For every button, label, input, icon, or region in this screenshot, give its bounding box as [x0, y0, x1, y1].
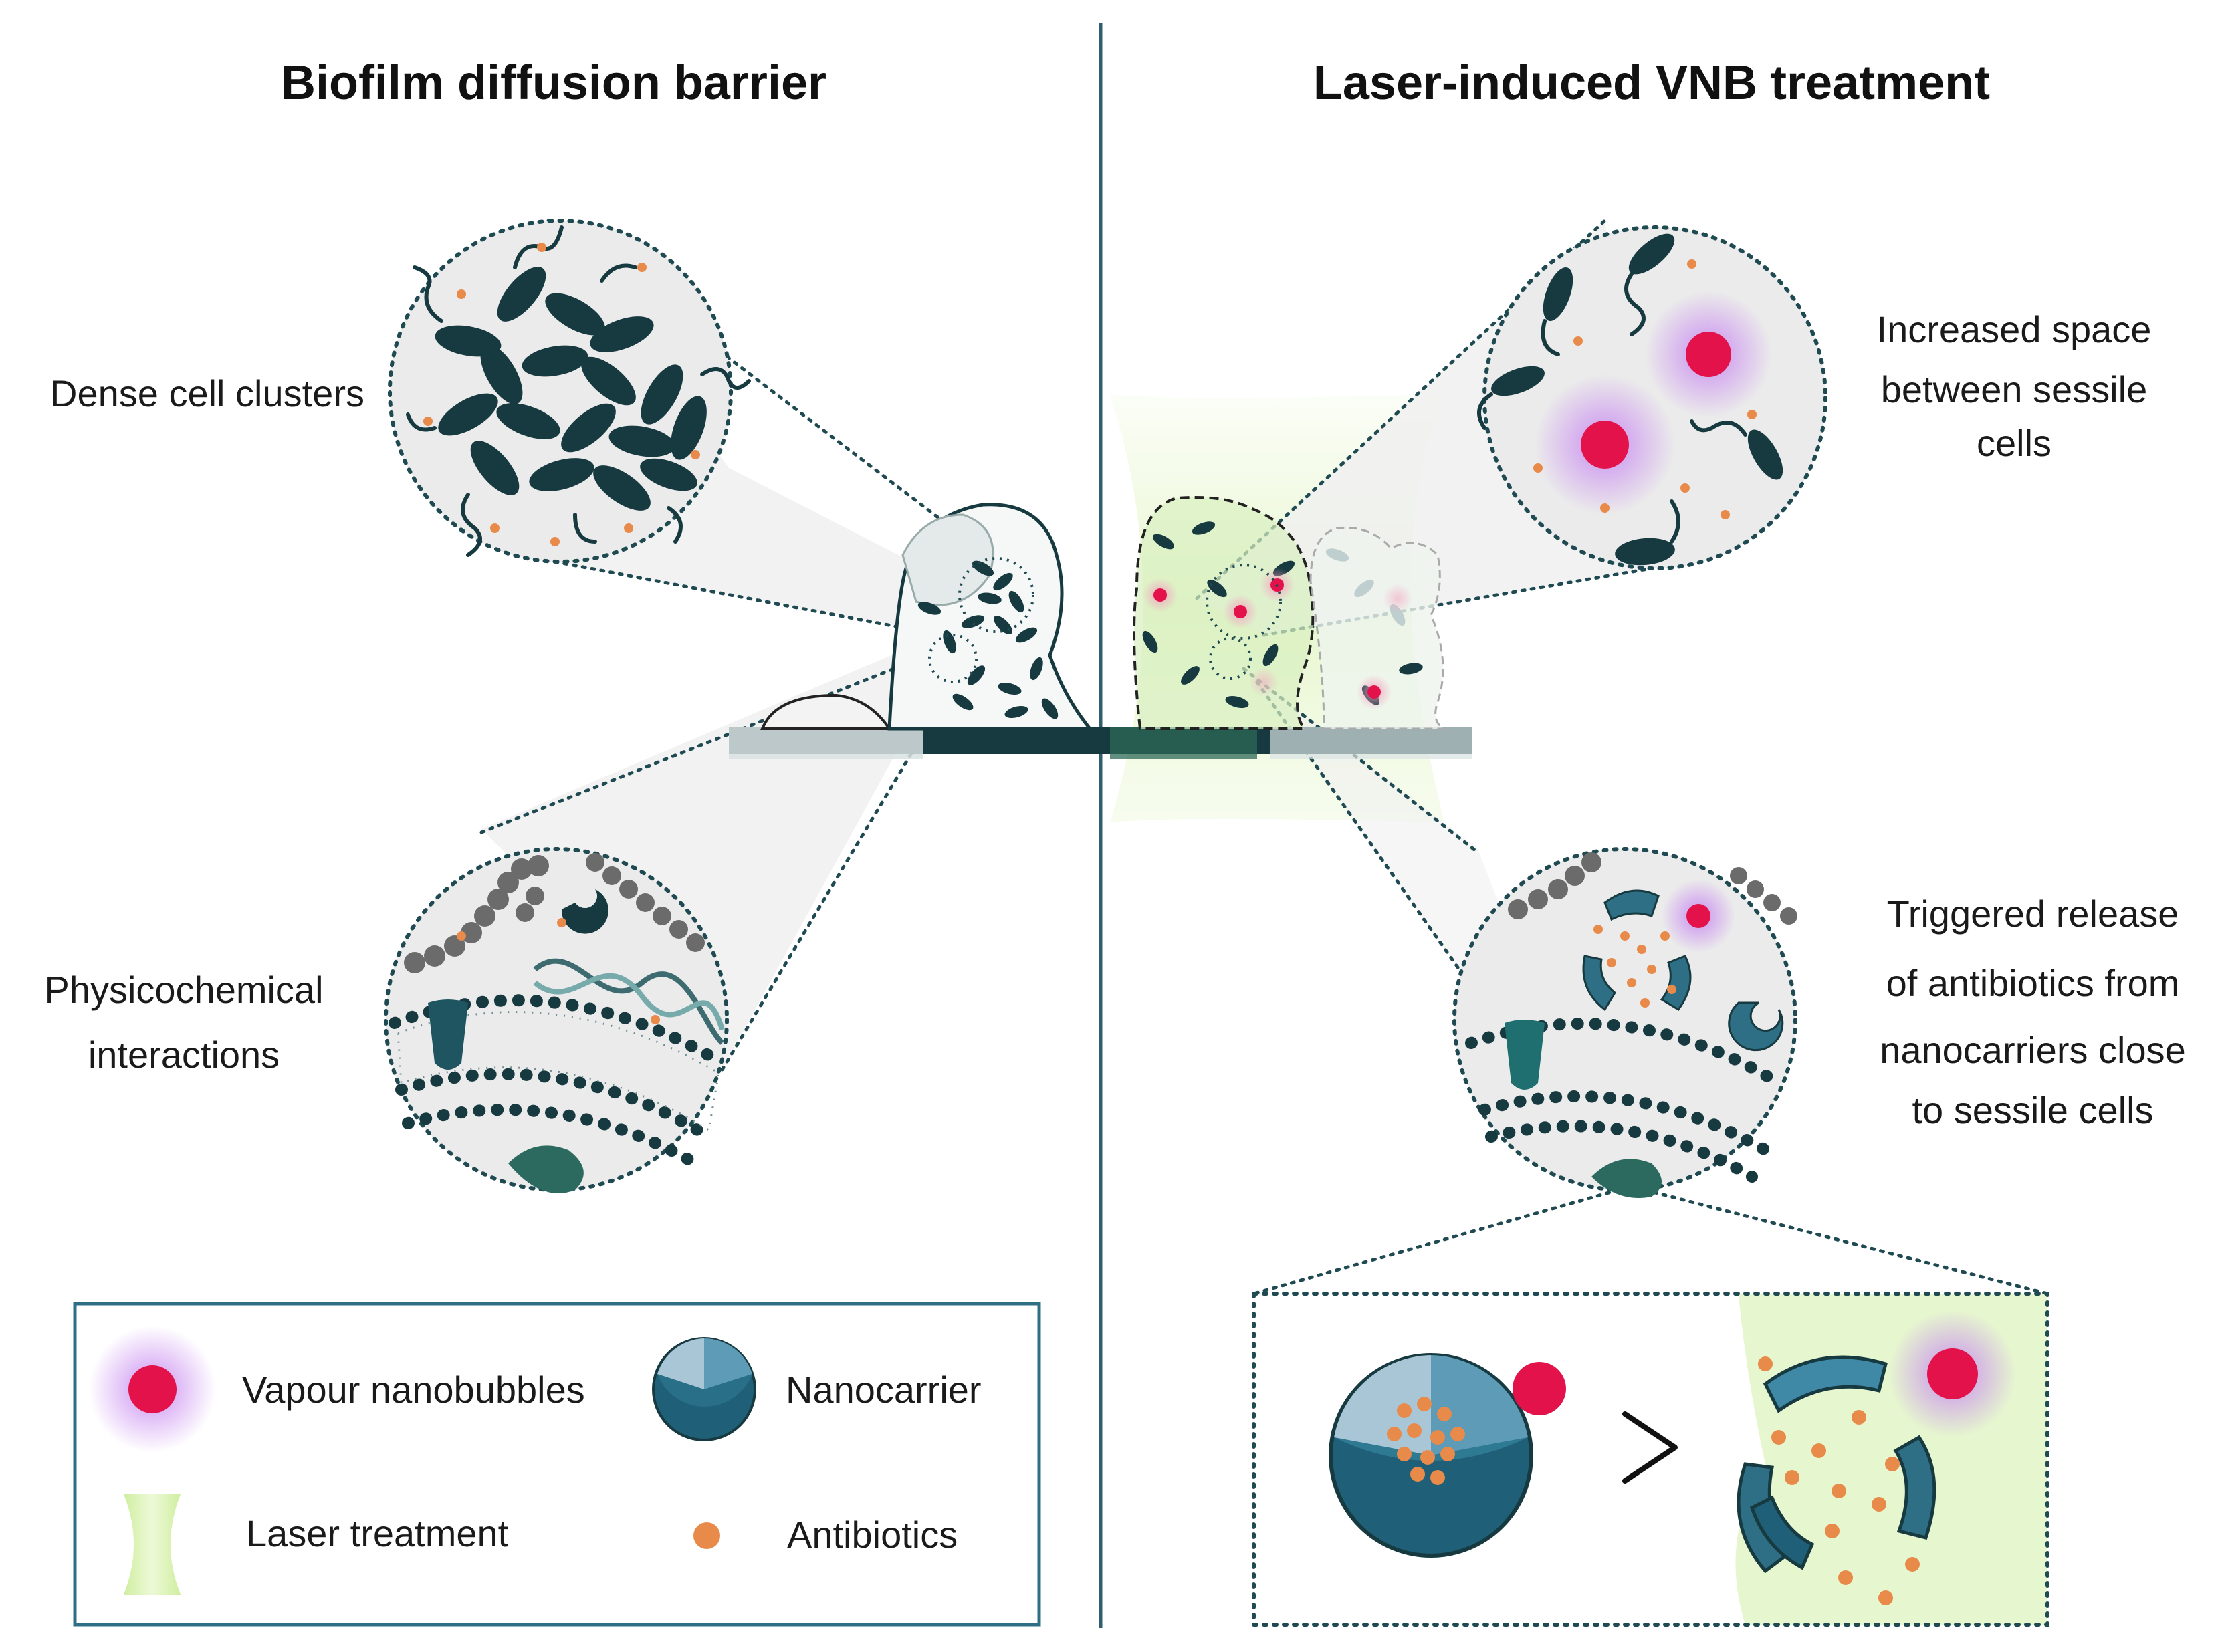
right-title: Laser-induced VNB treatment: [1313, 56, 1990, 110]
vapour-nanobubble-icon: [89, 1326, 216, 1453]
legend-antibiotics: Antibiotics: [787, 1514, 958, 1556]
label-physicochemical-1: Physicochemical: [44, 969, 323, 1011]
vnb-core-icon: [1927, 1348, 1978, 1399]
label-increased-space-2: between sessile: [1881, 368, 2147, 410]
greater-than-arrow-icon: [1622, 1411, 1678, 1484]
substrate-shade-left: [729, 727, 923, 759]
nanocarrier-sphere-icon: [652, 1337, 756, 1441]
substrate-shade-right: [1270, 727, 1472, 759]
zoom-physicochemical: [384, 847, 729, 1193]
label-increased-space-1: Increased space: [1877, 308, 2152, 350]
label-triggered-release-2: of antibiotics from: [1886, 962, 2180, 1004]
label-triggered-release-4: to sessile cells: [1912, 1089, 2153, 1131]
label-dense-clusters: Dense cell clusters: [50, 372, 364, 415]
vnb-small-icon: [1513, 1362, 1566, 1415]
zoom-line: [1643, 1188, 2049, 1296]
label-increased-space-3: cells: [1977, 422, 2051, 464]
right-biofilm: [1133, 496, 1445, 730]
label-triggered-release-1: Triggered release: [1887, 893, 2179, 935]
zoom-increased-space: [1477, 225, 1827, 570]
legend-vapour-nanobubbles: Vapour nanobubbles: [242, 1369, 585, 1411]
legend: Vapour nanobubbles Nanocarrier Laser tre…: [73, 1302, 1041, 1627]
zoom-triggered-release: [1452, 847, 1797, 1198]
release-detail-box: [1252, 1292, 2049, 1627]
legend-laser-treatment: Laser treatment: [246, 1512, 509, 1554]
left-title: Biofilm diffusion barrier: [281, 56, 826, 110]
zoom-line: [1252, 1188, 1620, 1296]
legend-nanocarrier: Nanocarrier: [786, 1369, 982, 1411]
zoom-cone-top-left: [548, 221, 990, 642]
zoom-dense-clusters: [388, 219, 751, 564]
intact-nanocarrier-icon: [1329, 1353, 1533, 1558]
legend-box: [73, 1302, 1041, 1627]
label-triggered-release-3: nanocarriers close: [1880, 1029, 2186, 1071]
antibiotic-dot-icon: [693, 1522, 720, 1549]
zoom-line: [720, 677, 958, 1072]
substrate-laser-zone: [1110, 727, 1257, 759]
broken-nanocarrier-icon: [1737, 1355, 1936, 1574]
label-physicochemical-2: interactions: [88, 1034, 280, 1076]
left-biofilm: [760, 503, 1094, 731]
laser-beam-icon: [124, 1494, 181, 1595]
zoom-line: [479, 650, 938, 834]
